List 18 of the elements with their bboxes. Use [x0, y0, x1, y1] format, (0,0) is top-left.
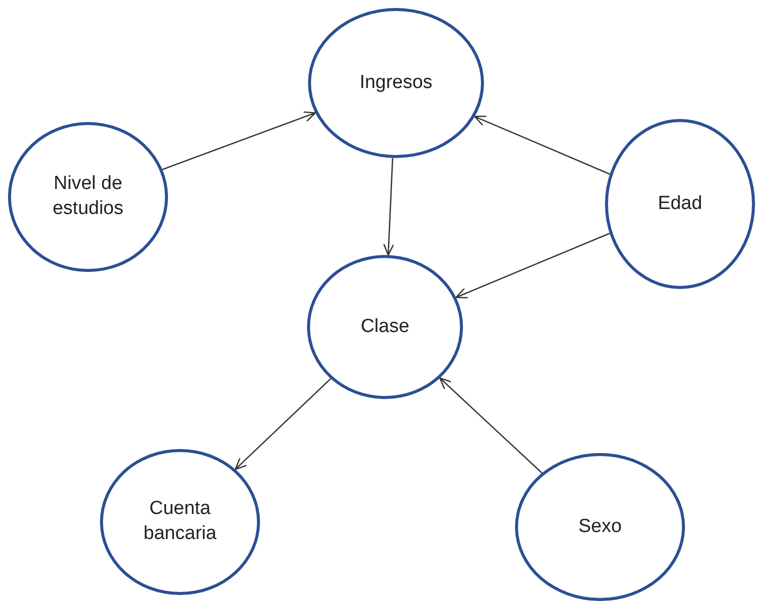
- node-label: Ingresos: [360, 70, 432, 95]
- ellipse-node: [605, 119, 755, 289]
- node-label: Cuenta bancaria: [142, 497, 218, 546]
- ellipse-node: [308, 8, 484, 158]
- node-label: Nivel de estudios: [52, 172, 124, 221]
- ellipse-node: [8, 122, 168, 272]
- ellipse-node: [100, 449, 260, 595]
- node-label: Clase: [360, 314, 410, 339]
- arrow: [162, 111, 316, 170]
- node-label: Edad: [658, 192, 702, 216]
- ellipse-node: [515, 453, 685, 601]
- arrow: [474, 116, 610, 175]
- ellipse-node: [307, 255, 463, 399]
- arrow: [455, 232, 610, 298]
- arrow: [383, 158, 394, 256]
- arrow: [234, 378, 332, 470]
- node-label: Sexo: [578, 514, 622, 539]
- arrow: [439, 377, 542, 474]
